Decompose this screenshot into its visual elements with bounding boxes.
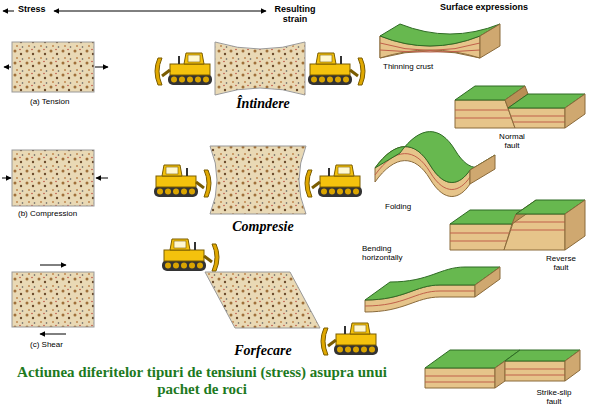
strike-slip-block-part [425,376,495,377]
strike-slip-block-part [495,361,505,388]
reverse-fault-block-part [504,214,565,250]
shear-row-part [40,334,66,335]
strike-slip-block-part [505,361,565,381]
tension-row-part [215,42,305,95]
caption: Actiunea diferitelor tipuri de tensiuni … [8,364,396,399]
strike-slip-block-part [565,350,580,381]
reverse-fault-block-part [450,241,507,242]
bending-block [365,267,500,312]
strike-slip-block [425,350,580,388]
axis-label: Stress [18,4,58,14]
reverse-fault-block-part [450,233,509,234]
shear-row-part [40,265,66,266]
structure-label: Normal fault [492,132,532,150]
normal-fault-block-part [565,94,585,128]
tension-row-part [308,53,365,85]
strike-slip-block-part [505,369,565,370]
structure-label: Folding [385,202,425,211]
compression-row-part [305,165,362,197]
structure-label: Thinning crust [383,62,443,71]
structure-label: Bending horizontally [362,244,417,262]
bending-block-part [475,267,500,297]
thinning-crust-block-part [380,50,480,52]
reverse-fault-block-part [565,200,585,250]
strain-label: Compresie [218,219,308,235]
folding-block [375,132,495,197]
tension-row-part [12,42,94,92]
shear-row [12,239,378,355]
reverse-fault-block-part [511,230,565,231]
reverse-fault-block-part [513,222,565,223]
strain-label: Întindere [218,96,308,112]
compression-row-part [210,146,306,214]
axis-label: Resulting strain [262,4,328,25]
shear-row-part [12,272,94,327]
normal-fault-block-part [513,122,565,123]
compression-row-part [96,178,108,179]
compression-row [2,146,362,214]
header-arrows-part [54,11,266,12]
folding-block-part [470,155,495,184]
shear-row-part [205,272,320,328]
normal-fault-block-part [511,116,565,117]
stress-label: (a) Tension [30,97,110,106]
bending-block-part [365,267,500,300]
normal-fault-block [455,86,585,128]
stress-label: (c) Shear [30,340,100,349]
strike-slip-block-part [425,368,495,388]
reverse-fault-block-part [450,224,512,250]
strike-slip-block-part [425,382,495,383]
stress-label: (b) Compression [18,209,113,218]
compression-row-part [2,178,11,179]
compression-row-part [154,165,211,197]
normal-fault-block-part [455,110,509,111]
tension-row [4,42,365,95]
structure-label: Reverse fault [540,254,582,272]
thinning-crust-block [380,24,500,58]
normal-fault-block-part [455,118,511,119]
reverse-fault-block [450,200,585,250]
tension-row-part [4,67,11,68]
shear-row-part [162,239,219,271]
tension-row-part [95,67,108,68]
axis-label: Surface expressions [440,2,550,12]
structure-label: Strike-slip fault [530,388,578,406]
compression-row-part [12,150,94,206]
header-arrows-part [3,11,14,12]
thinning-crust-block-part [480,24,500,58]
tension-row-part [155,53,212,85]
strike-slip-block-part [505,375,565,376]
normal-fault-block-part [508,108,565,128]
shear-row-part [321,323,378,355]
normal-fault-block-part [455,100,515,128]
strain-label: Forfecare [218,343,308,359]
